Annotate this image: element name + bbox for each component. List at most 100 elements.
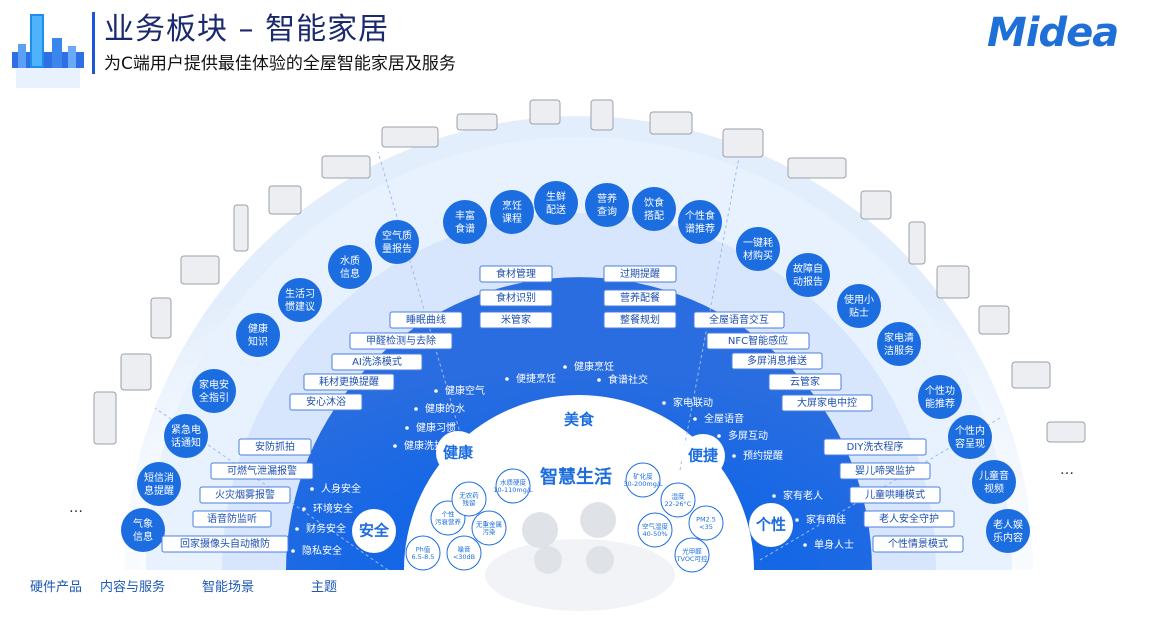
scenario-pill [161, 535, 289, 553]
appliance-icon [150, 297, 172, 339]
theme-badge [749, 503, 793, 547]
theme-item-dot [310, 487, 314, 491]
service-circle [278, 278, 322, 322]
metric-label: 22-26°C [665, 500, 692, 508]
scenario-label: 全屋语音交互 [709, 313, 769, 326]
appliance-icon [381, 126, 439, 148]
brand-logo: Midea [987, 10, 1119, 56]
metric-circle [674, 537, 710, 573]
service-label: 使用小 [844, 293, 874, 306]
metric-label: 个性 [442, 509, 456, 518]
scenario-label: 可燃气泄漏报警 [227, 464, 297, 477]
scenario-label: 儿童哄睡模式 [865, 488, 925, 501]
scenario-label: 睡眠曲线 [406, 313, 446, 326]
service-label: 营养 [597, 192, 617, 205]
theme-label: 美食 [564, 411, 595, 429]
scenario-label: 火灾烟雾报警 [215, 488, 275, 501]
scenario-pill [823, 438, 927, 456]
metric-circle [660, 482, 696, 518]
metric-label: PM2.5 [696, 515, 716, 523]
scenario-label: 安防抓拍 [255, 440, 295, 453]
theme-item: 多屏互动 [728, 429, 768, 442]
scenario-label: 食材识别 [496, 291, 536, 304]
service-label: 课程 [502, 213, 522, 225]
scenario-label: NFC智能感应 [728, 334, 788, 347]
theme-item-dot [772, 494, 776, 498]
theme-item-dot [302, 507, 306, 511]
metric-circle [637, 512, 673, 548]
metric-label: 30-200mg/L [623, 480, 663, 488]
service-circle [192, 369, 236, 413]
service-label: 信息 [340, 267, 360, 280]
service-circle [972, 460, 1016, 504]
theme-item: 家有老人 [783, 489, 823, 502]
appliance-icon [936, 265, 970, 299]
appliance-icon [908, 221, 926, 265]
service-label: 个性内 [955, 424, 985, 437]
service-circle [328, 245, 372, 289]
metric-label: 水质硬度 [500, 477, 527, 486]
appliance-icon [456, 113, 498, 131]
appliance-icon [722, 128, 764, 158]
theme-item: 食谱社交 [608, 373, 648, 386]
scenario-label: 食材管理 [496, 267, 536, 280]
scenario-pill [479, 289, 553, 307]
theme-item-dot [393, 444, 397, 448]
theme-item: 人身安全 [321, 482, 361, 495]
title-divider [92, 12, 95, 74]
theme-item-dot [563, 365, 567, 369]
service-circle [678, 200, 722, 244]
service-label: 配送 [546, 203, 566, 216]
theme-item-dot [693, 417, 697, 421]
service-circle [632, 187, 676, 231]
scenario-label: 米管家 [501, 313, 531, 326]
service-label: 查询 [597, 205, 617, 218]
metric-label: 无重金属 [476, 519, 502, 528]
metric-label: 噪音 [458, 544, 472, 553]
metric-circle [625, 462, 661, 498]
metric-label: 40-50% [642, 530, 667, 538]
scenario-label: 回家摄像头自动撤防 [180, 537, 270, 550]
bottom-label-content-service: 内容与服务 [100, 580, 166, 595]
metric-label: <30dB [453, 553, 475, 561]
metric-label: 湿度 [672, 491, 686, 500]
metric-label: Ph值 [416, 544, 431, 553]
theme-item-dot [717, 434, 721, 438]
theme-item-dot [414, 407, 418, 411]
theme-item: 预约提醒 [743, 449, 783, 462]
appliance-icon [180, 255, 220, 285]
appliance-icon [787, 157, 847, 179]
service-label: 个性食 [685, 209, 715, 222]
service-label: 视频 [984, 482, 1004, 495]
theme-item-dot [291, 549, 295, 553]
theme-badge [681, 434, 725, 478]
scenario-pill [238, 438, 312, 456]
service-label: 贴士 [849, 306, 869, 319]
appliance-icon [120, 353, 152, 391]
scenario-label: 婴儿啼哭监护 [855, 464, 915, 477]
service-circle [375, 220, 419, 264]
theme-badge [352, 509, 396, 553]
theme-item: 隐私安全 [302, 544, 342, 557]
scenario-pill [872, 535, 964, 553]
service-circle [918, 375, 962, 419]
theme-item: 健康空气 [445, 384, 485, 397]
service-circle [490, 190, 534, 234]
scenario-label: 过期提醒 [620, 267, 660, 280]
metric-label: 6.5-8.5 [411, 553, 434, 561]
service-label: 饮食 [644, 196, 664, 209]
theme-item: 家有萌娃 [806, 513, 846, 526]
theme-item-dot [803, 543, 807, 547]
appliance-icon [1046, 421, 1086, 443]
service-label: 搭配 [644, 209, 664, 222]
person-icon [586, 546, 614, 574]
theme-item: 财务安全 [306, 522, 346, 535]
theme-item: 健康习惯 [416, 421, 456, 434]
bottom-label-hardware: 硬件产品 [30, 580, 83, 595]
appliance-icon [978, 305, 1010, 335]
appliance-icon [649, 111, 693, 135]
scenario-pill [603, 265, 677, 283]
theme-item-dot [405, 426, 409, 430]
service-label: 空气质 [382, 229, 412, 242]
service-circle [877, 322, 921, 366]
